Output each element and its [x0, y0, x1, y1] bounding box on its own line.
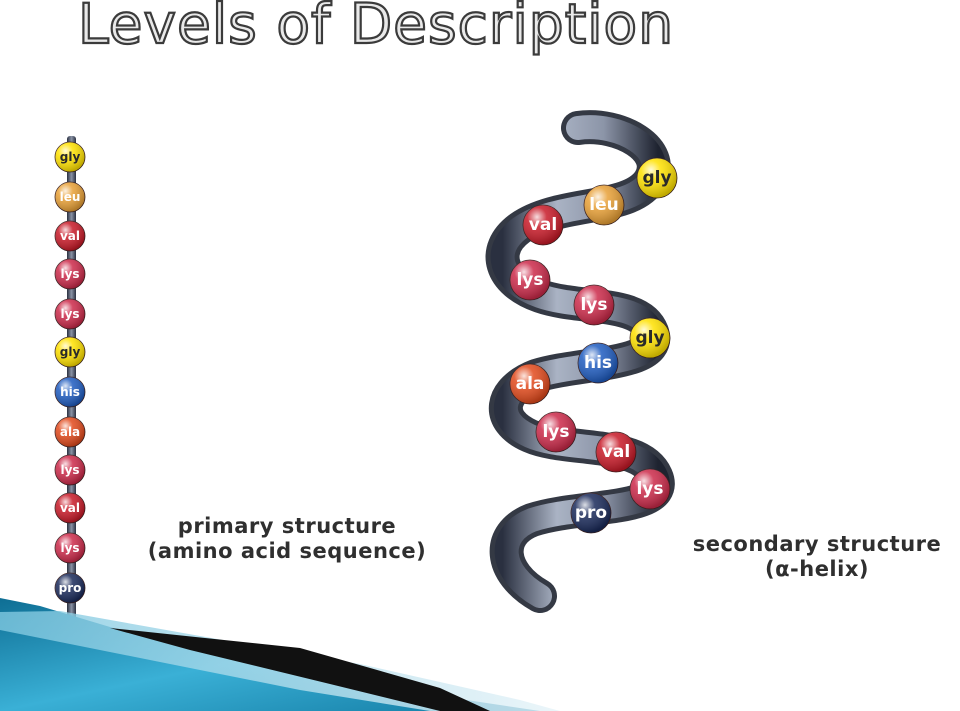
- helix-bead-label: lys: [542, 422, 569, 442]
- helix-bead-pro: pro: [570, 492, 612, 534]
- primary-bead-chain: gly leu val lys lys gly his ala lys val lys pro: [54, 141, 86, 604]
- primary-caption-line-2: (amino acid sequence): [147, 539, 427, 564]
- secondary-structure-caption: secondary structure (α-helix): [672, 532, 960, 582]
- primary-bead-label: lys: [60, 267, 79, 281]
- primary-bead-leu: leu: [54, 181, 86, 213]
- primary-bead-label: leu: [60, 190, 81, 204]
- primary-bead-label: gly: [60, 150, 81, 164]
- helix-bead-label: lys: [516, 270, 543, 290]
- secondary-caption-line-2: (α-helix): [765, 557, 869, 582]
- helix-bead-lys: lys: [573, 284, 615, 326]
- helix-bead-leu: leu: [583, 184, 625, 226]
- primary-bead-gly: gly: [54, 141, 86, 173]
- helix-bead-his: his: [577, 342, 619, 384]
- primary-bead-lys: lys: [54, 532, 86, 564]
- secondary-caption-line-1: secondary structure: [692, 532, 942, 556]
- helix-bead-gly: gly: [629, 317, 671, 359]
- helix-bead-label: lys: [580, 295, 607, 315]
- helix-bead-label: his: [584, 353, 612, 373]
- primary-bead-label: pro: [59, 581, 82, 595]
- helix-bead-label: val: [529, 215, 557, 235]
- helix-bead-lys: lys: [509, 259, 551, 301]
- slide-title: Levels of Description: [77, 0, 675, 56]
- primary-bead-label: val: [60, 501, 80, 515]
- primary-bead-label: val: [60, 229, 80, 243]
- helix-bead-val: val: [522, 204, 564, 246]
- primary-bead-label: lys: [60, 463, 79, 477]
- primary-bead-label: ala: [60, 425, 80, 439]
- primary-bead-lys: lys: [54, 454, 86, 486]
- helix-bead-val: val: [595, 431, 637, 473]
- helix-bead-label: lys: [636, 479, 663, 499]
- helix-bead-label: gly: [635, 328, 664, 348]
- primary-bead-label: lys: [60, 307, 79, 321]
- primary-bead-pro: pro: [54, 572, 86, 604]
- helix-bead-gly: gly: [636, 157, 678, 199]
- primary-bead-lys: lys: [54, 258, 86, 290]
- primary-bead-label: his: [60, 385, 80, 399]
- primary-bead-val: val: [54, 492, 86, 524]
- primary-caption-line-1: primary structure: [177, 514, 397, 538]
- primary-bead-val: val: [54, 220, 86, 252]
- helix-bead-label: gly: [642, 168, 671, 188]
- helix-bead-lys: lys: [535, 411, 577, 453]
- decorative-wave: [0, 598, 560, 711]
- primary-bead-ala: ala: [54, 416, 86, 448]
- primary-bead-gly: gly: [54, 336, 86, 368]
- helix-bead-label: ala: [516, 374, 545, 394]
- helix-bead-label: leu: [589, 195, 618, 215]
- primary-bead-label: gly: [60, 345, 81, 359]
- primary-bead-his: his: [54, 376, 86, 408]
- helix-bead-label: pro: [575, 503, 607, 523]
- helix-bead-label: val: [602, 442, 630, 462]
- primary-bead-lys: lys: [54, 298, 86, 330]
- primary-bead-label: lys: [60, 541, 79, 555]
- primary-structure-caption: primary structure (amino acid sequence): [122, 514, 452, 564]
- helix-bead-ala: ala: [509, 363, 551, 405]
- helix-bead-lys: lys: [629, 468, 671, 510]
